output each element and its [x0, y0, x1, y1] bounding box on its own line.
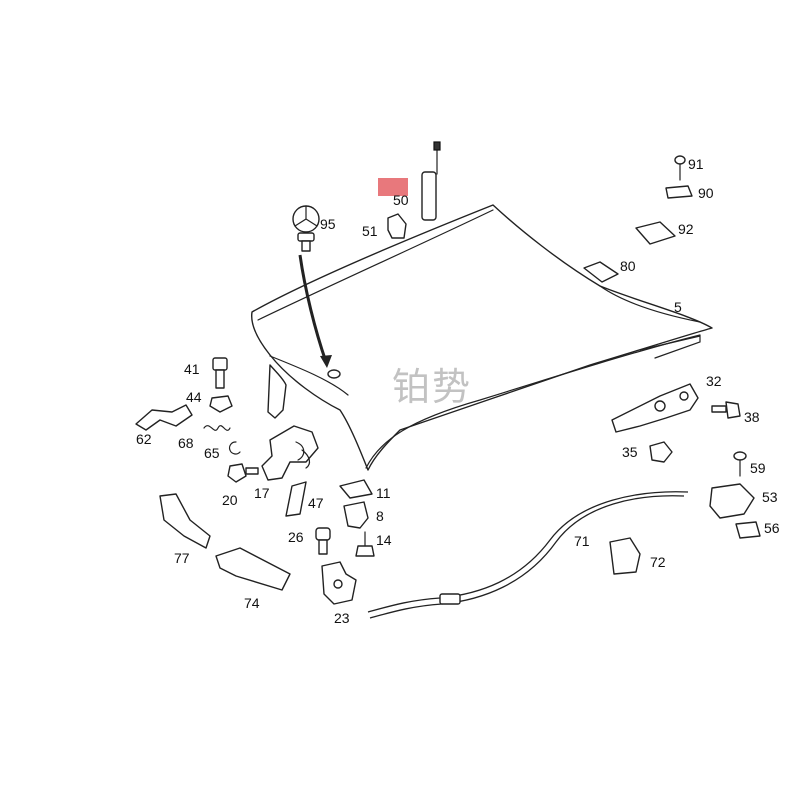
label-92: 92 [678, 221, 694, 237]
label-14: 14 [376, 532, 392, 548]
label-26: 26 [288, 529, 304, 545]
hood-panel [251, 204, 713, 471]
bolt-26 [315, 527, 331, 555]
label-59: 59 [750, 460, 766, 476]
label-74: 74 [244, 595, 260, 611]
label-77: 77 [174, 550, 190, 566]
clip-ring-65 [228, 441, 241, 455]
star-emblem-95 [292, 205, 320, 252]
label-38: 38 [744, 409, 760, 425]
label-71: 71 [574, 533, 590, 549]
hinge-32 [611, 383, 699, 433]
latch-lever-62 [135, 404, 193, 431]
cover-74 [215, 547, 291, 591]
label-35: 35 [622, 444, 638, 460]
seal-77 [159, 493, 211, 549]
latch-23 [321, 561, 357, 605]
label-95: 95 [320, 216, 336, 232]
plate-80 [583, 261, 619, 283]
release-cable-71 [367, 491, 689, 613]
bracket-11 [339, 479, 373, 499]
label-8: 8 [376, 508, 384, 524]
label-17: 17 [254, 485, 270, 501]
label-23: 23 [334, 610, 350, 626]
label-51: 51 [362, 223, 378, 239]
cable-holder-72 [609, 537, 641, 575]
gas-strut-50 [421, 141, 441, 221]
screw-14 [355, 531, 375, 557]
latch-assembly-17 [261, 425, 319, 481]
spring-68 [203, 425, 231, 431]
handle-53 [709, 483, 755, 519]
label-62: 62 [136, 431, 152, 447]
label-32: 32 [706, 373, 722, 389]
star-arrow [298, 254, 328, 363]
label-68: 68 [178, 435, 194, 451]
bolt-38 [711, 401, 741, 419]
label-11: 11 [376, 485, 391, 501]
bracket-51 [387, 213, 407, 239]
clip-56 [735, 521, 761, 539]
watermark: 铂势 [392, 365, 473, 409]
screw-91 [674, 155, 686, 181]
label-56: 56 [764, 520, 780, 536]
clip-90 [665, 185, 693, 199]
label-47: 47 [308, 495, 324, 511]
bracket-8 [343, 501, 369, 529]
label-90: 90 [698, 185, 714, 201]
bracket-47 [285, 481, 307, 517]
label-80: 80 [620, 258, 636, 274]
nut-44 [209, 395, 233, 413]
label-72: 72 [650, 554, 666, 570]
nut-35 [649, 441, 673, 463]
label-44: 44 [186, 389, 202, 405]
bolt-41 [212, 357, 228, 389]
plate-92 [635, 221, 676, 245]
screw-59 [733, 451, 747, 477]
label-91: 91 [688, 156, 704, 172]
label-5: 5 [674, 299, 682, 315]
label-41: 41 [184, 361, 200, 377]
label-50: 50 [393, 192, 409, 208]
label-53: 53 [762, 489, 778, 505]
label-20: 20 [222, 492, 238, 508]
part-50-highlight [378, 178, 408, 196]
label-65: 65 [204, 445, 220, 461]
bolt-20 [227, 463, 259, 483]
